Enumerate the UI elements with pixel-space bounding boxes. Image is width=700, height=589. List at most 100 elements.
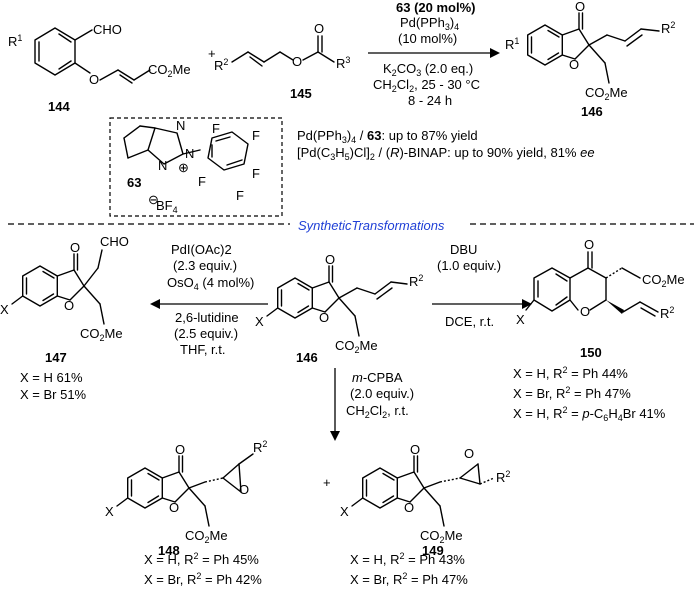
svg-text:CO2Me: CO2Me	[420, 528, 463, 545]
compound-number-148: 148	[158, 543, 180, 558]
compound-number-147: 147	[45, 350, 67, 365]
svg-text:O: O	[319, 310, 329, 325]
svg-text:R2: R2	[253, 439, 267, 455]
down-cond-1: m-CPBA	[352, 370, 403, 385]
compound-146-center: O O X R2 CO2Me	[255, 252, 423, 355]
bf4-label: ⊖	[148, 192, 159, 207]
compound-number-144: 144	[48, 99, 70, 114]
svg-text:X: X	[105, 504, 114, 519]
down-reaction-arrow	[330, 368, 340, 441]
left-cond-3: OsO4 (4 mol%)	[167, 275, 254, 292]
svg-text:X: X	[516, 312, 525, 327]
cho-label: CHO	[93, 22, 122, 37]
catalyst-63-structure: N N N ⊕ F F F F F 63 ⊖ BF4	[123, 118, 260, 215]
compound-number-146-top: 146	[581, 104, 603, 119]
svg-text:N: N	[185, 146, 194, 161]
svg-text:⊕: ⊕	[178, 160, 189, 175]
svg-text:O: O	[175, 442, 185, 457]
svg-text:CO2Me: CO2Me	[642, 272, 685, 289]
svg-text:F: F	[236, 188, 244, 203]
yield-148-1: X = H, R2 = Ph 45%	[144, 551, 259, 567]
yield-148-2: X = Br, R2 = Ph 42%	[144, 571, 262, 587]
svg-text:CO2Me: CO2Me	[80, 326, 123, 343]
section-label: SyntheticTransformations	[298, 218, 445, 233]
yield-150-1: X = H, R2 = Ph 44%	[513, 365, 628, 381]
svg-text:F: F	[252, 166, 260, 181]
plus-bottom: +	[323, 475, 331, 490]
svg-text:R1: R1	[505, 36, 519, 52]
svg-text:N: N	[158, 158, 167, 173]
cond-63: 63 (20 mol%)	[396, 0, 475, 15]
top-reaction-arrow	[368, 48, 500, 58]
svg-text:X: X	[340, 504, 349, 519]
catalyst-63-box	[109, 117, 283, 217]
left-reaction-arrow	[150, 299, 268, 309]
cond-base: K2CO3 (2.0 eq.)	[383, 61, 473, 78]
compound-149: O O X O R2 CO2Me	[340, 442, 510, 545]
left-cond-6: THF, r.t.	[180, 342, 226, 357]
compound-number-150: 150	[580, 345, 602, 360]
svg-text:N: N	[176, 118, 185, 133]
compound-number-146-center: 146	[296, 350, 318, 365]
compound-145: O O R2 R3 145	[214, 21, 350, 101]
svg-text:R2: R2	[409, 273, 423, 289]
right-cond-1: DBU	[450, 242, 477, 257]
compound-number-63: 63	[127, 175, 141, 190]
svg-text:O: O	[169, 500, 179, 515]
svg-text:O: O	[580, 304, 590, 319]
down-cond-2: (2.0 equiv.)	[350, 386, 414, 401]
o-label: O	[89, 72, 99, 87]
left-cond-5: (2.5 equiv.)	[174, 326, 238, 341]
svg-text:R2: R2	[660, 305, 674, 321]
compound-147: O O X CHO CO2Me	[0, 234, 129, 343]
svg-text:O: O	[404, 500, 414, 515]
yield-147-1: X = H 61%	[20, 370, 83, 385]
svg-text:F: F	[212, 121, 220, 136]
yield-147-2: X = Br 51%	[20, 387, 87, 402]
r2-145: R2	[214, 57, 228, 73]
svg-text:CO2Me: CO2Me	[185, 528, 228, 545]
svg-text:X: X	[0, 302, 9, 317]
compound-148: O O X O R2 CO2Me	[105, 439, 267, 545]
compound-150: O O X CO2Me R2	[516, 237, 685, 327]
svg-text:O: O	[239, 482, 249, 497]
down-cond-3: CH2Cl2, r.t.	[346, 403, 409, 420]
plus-top: +	[208, 46, 216, 61]
svg-text:F: F	[198, 174, 206, 189]
r3-145: R3	[336, 55, 350, 71]
yield-149-1: X = H, R2 = Ph 43%	[350, 551, 465, 567]
svg-text:O: O	[569, 57, 579, 72]
svg-text:F: F	[252, 128, 260, 143]
right-cond-2: (1.0 equiv.)	[437, 258, 501, 273]
compound-144: CHO O CO2Me R1 144	[8, 22, 191, 114]
yield-150-3: X = H, R2 = p-C6H4Br 41%	[513, 405, 666, 423]
compound-number-149: 149	[422, 543, 444, 558]
svg-text:O: O	[464, 446, 474, 461]
left-cond-1: PdI(OAc)2	[171, 242, 232, 257]
svg-text:O: O	[575, 0, 585, 14]
yield-150-2: X = Br, R2 = Ph 47%	[513, 385, 631, 401]
svg-text:CO2Me: CO2Me	[585, 85, 628, 102]
svg-text:CHO: CHO	[100, 234, 129, 249]
svg-text:X: X	[255, 314, 264, 329]
o-carbonyl-145: O	[314, 21, 324, 36]
svg-text:R2: R2	[661, 20, 675, 36]
svg-text:R2: R2	[496, 469, 510, 485]
svg-text:O: O	[410, 442, 420, 457]
cond-solvent: CH2Cl2, 25 - 30 °C	[373, 77, 480, 94]
r1-label: R1	[8, 33, 22, 49]
svg-text:CO2Me: CO2Me	[335, 338, 378, 355]
svg-text:O: O	[325, 252, 335, 267]
svg-text:BF4: BF4	[156, 198, 178, 215]
ester-144: CO2Me	[148, 62, 191, 79]
compound-146-top: O O R2 R1 CO2Me	[505, 0, 675, 102]
svg-text:O: O	[584, 237, 594, 252]
svg-text:O: O	[70, 240, 80, 255]
cond-pd: Pd(PPh3)4	[400, 15, 459, 32]
yield-note-2: [Pd(C3H5)Cl]2 / (R)-BINAP: up to 90% yie…	[297, 145, 595, 162]
left-cond-2: (2.3 equiv.)	[173, 258, 237, 273]
yield-149-2: X = Br, R2 = Ph 47%	[350, 571, 468, 587]
compound-number-145: 145	[290, 86, 312, 101]
right-cond-3: DCE, r.t.	[445, 314, 494, 329]
